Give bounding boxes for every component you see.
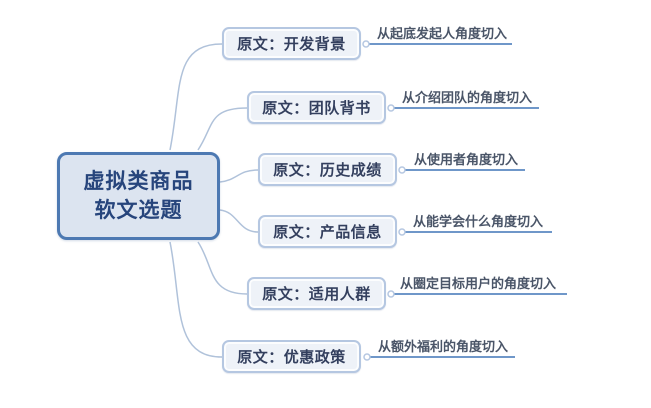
curve-central-to-branch-5 xyxy=(197,241,248,295)
branch-node-1[interactable]: 原文：开发背景 xyxy=(222,27,361,60)
curve-central-to-branch-1 xyxy=(169,43,223,151)
branch-node-5[interactable]: 原文：适用人群 xyxy=(247,277,386,310)
branch-2-connector-dot xyxy=(387,104,395,112)
branch-4-connector-dot xyxy=(398,228,406,236)
branch-5-connector-dot xyxy=(387,290,395,298)
branch-node-6[interactable]: 原文：优惠政策 xyxy=(222,340,361,373)
branch-1-connector-dot xyxy=(362,40,370,48)
curve-central-to-branch-6 xyxy=(169,241,223,358)
central-topic-line2: 软文选题 xyxy=(94,199,183,222)
leaf-topic-3[interactable]: 从使用者角度切入 xyxy=(414,152,519,167)
curve-central-to-branch-4 xyxy=(219,209,259,233)
central-topic[interactable]: 虚拟类商品 软文选题 xyxy=(57,152,220,240)
branch-node-3[interactable]: 原文：历史成绩 xyxy=(258,153,397,186)
curve-central-to-branch-3 xyxy=(219,169,259,183)
branch-node-2[interactable]: 原文：团队背书 xyxy=(247,91,386,124)
leaf-topic-2[interactable]: 从介绍团队的角度切入 xyxy=(402,90,533,105)
leaf-topic-5[interactable]: 从圈定目标用户的角度切入 xyxy=(400,276,557,291)
leaf-topic-6[interactable]: 从额外福利的角度切入 xyxy=(378,339,509,354)
branch-3-connector-dot xyxy=(398,166,406,174)
central-topic-line1: 虚拟类商品 xyxy=(83,170,194,193)
leaf-topic-1[interactable]: 从起底发起人角度切入 xyxy=(377,26,508,41)
leaf-topic-4[interactable]: 从能学会什么角度切入 xyxy=(413,214,544,229)
branch-node-4[interactable]: 原文：产品信息 xyxy=(258,215,397,248)
branch-6-connector-dot xyxy=(363,353,371,361)
curve-central-to-branch-2 xyxy=(197,107,248,151)
